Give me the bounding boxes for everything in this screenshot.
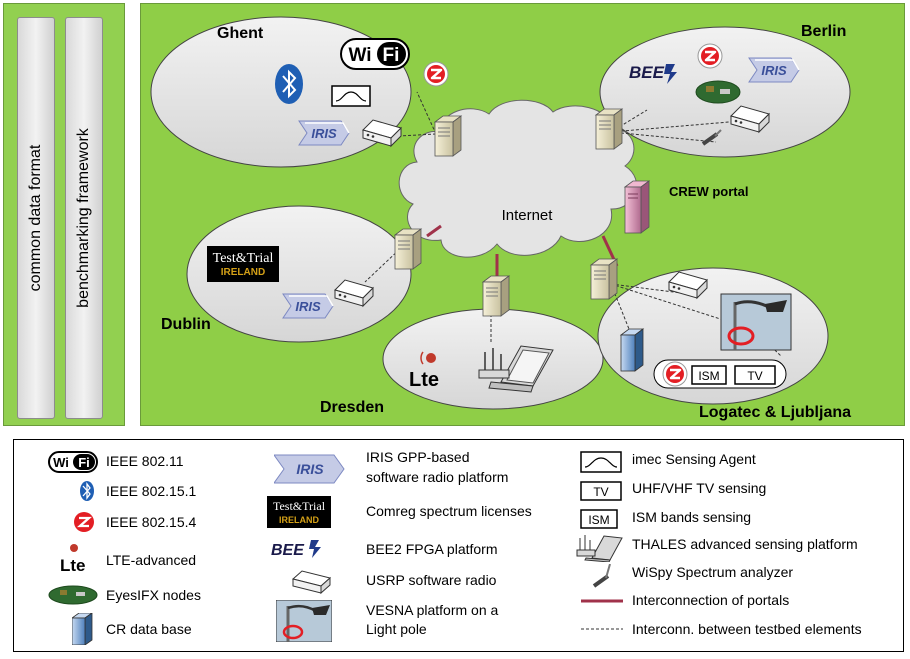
legend-bee2-icon: BEE <box>271 540 321 559</box>
legend-bluetooth-icon <box>80 481 94 501</box>
dublin-testbed-area <box>186 205 412 343</box>
svg-text:TV: TV <box>747 369 762 383</box>
legend-label-ieee-802-15-4: IEEE 802.15.4 <box>106 514 197 530</box>
dublin-iris-icon <box>282 293 334 319</box>
lte-badge-icon: Lte <box>409 351 439 391</box>
dublin-server-icon <box>394 228 422 270</box>
legend-wifi-icon: Wi Fi <box>48 451 98 473</box>
legend-label-lte-advanced: LTE-advanced <box>106 552 197 568</box>
svg-text:BEE: BEE <box>629 63 665 82</box>
legend-label-iris-line1: IRIS GPP-based <box>366 449 470 465</box>
legend-label-comreg: Comreg spectrum licenses <box>366 503 532 519</box>
svg-text:Test&Trial: Test&Trial <box>213 251 274 266</box>
svg-text:ISM: ISM <box>698 369 719 383</box>
logatec-zigbee-icon <box>661 360 689 388</box>
legend-label-vesna-line1: VESNA platform on a <box>366 602 499 618</box>
benchmarking-framework-bar: benchmarking framework <box>65 17 103 419</box>
legend-label-ieee-802-15-1: IEEE 802.15.1 <box>106 483 197 499</box>
main-panel: IRIS <box>140 3 905 426</box>
dresden-server-icon <box>482 275 510 317</box>
wifi-badge-icon: Wi Fi <box>340 38 410 70</box>
legend-label-portal-interconnection: Interconnection of portals <box>632 592 790 608</box>
bluetooth-icon <box>275 64 303 104</box>
logatec-server-icon <box>590 258 618 300</box>
legend-label-usrp: USRP software radio <box>366 572 497 588</box>
legend-label-ism-sensing: ISM bands sensing <box>632 509 752 525</box>
legend-sensor-node-icon <box>48 585 98 605</box>
svg-text:IRELAND: IRELAND <box>279 515 319 525</box>
legend-label-bee2: BEE2 FPGA platform <box>366 541 498 557</box>
legend-label-testbed-interconnection: Interconn. between testbed elements <box>632 621 862 637</box>
legend-usrp-icon <box>292 570 332 595</box>
berlin-iris-icon <box>748 57 800 83</box>
legend-label-ieee-802-11: IEEE 802.11 <box>106 453 184 469</box>
berlin-server-icon <box>595 108 623 150</box>
legend: Wi Fi IEEE 802.11 IEEE 802.15.1 IEEE 802… <box>13 439 904 652</box>
svg-text:Wi: Wi <box>53 455 69 470</box>
svg-text:Test&Trial: Test&Trial <box>273 499 326 513</box>
left-panel: common data format benchmarking framewor… <box>3 3 125 426</box>
legend-lte-icon: Lte <box>60 544 86 573</box>
svg-text:TV: TV <box>593 485 608 499</box>
logatec-light-pole-icon <box>720 293 792 351</box>
ghent-iris-icon <box>298 120 350 146</box>
svg-text:Wi: Wi <box>348 45 371 66</box>
ghent-server-icon <box>434 115 462 157</box>
legend-label-cr-data-base: CR data base <box>106 621 192 637</box>
svg-text:Fi: Fi <box>78 455 90 470</box>
crew-portal-label: CREW portal <box>669 184 748 199</box>
svg-text:BEE: BEE <box>271 542 305 559</box>
legend-tv-sensing-icon: TV <box>580 481 622 501</box>
legend-label-vesna-line2: Light pole <box>366 621 427 637</box>
legend-database-server-icon <box>72 613 93 645</box>
benchmarking-framework-label: benchmarking framework <box>75 128 92 308</box>
legend-label-sensing-agent: imec Sensing Agent <box>632 451 756 467</box>
legend-label-thales: THALES advanced sensing platform <box>632 536 858 552</box>
logatec-tv-sensing-icon: TV <box>734 365 776 385</box>
common-data-format-bar: common data format <box>17 17 55 419</box>
legend-light-pole-icon <box>276 600 332 642</box>
logatec-database-icon <box>619 328 645 372</box>
site-label-berlin: Berlin <box>801 23 846 40</box>
site-label-dresden: Dresden <box>320 399 384 416</box>
legend-zigbee-icon <box>74 512 94 532</box>
crew-portal-server-icon <box>623 180 651 234</box>
svg-text:Lte: Lte <box>60 556 86 573</box>
legend-label-wispy: WiSpy Spectrum analyzer <box>632 564 794 580</box>
legend-label-eyesifx-nodes: EyesIFX nodes <box>106 587 201 603</box>
ghent-zigbee-icon <box>422 60 450 88</box>
legend-ism-sensing-icon: ISM <box>580 509 618 529</box>
legend-label-iris-line2: software radio platform <box>366 469 509 485</box>
svg-text:IRELAND: IRELAND <box>221 267 265 278</box>
site-label-ghent: Ghent <box>217 25 264 42</box>
internet-label: Internet <box>502 207 554 224</box>
common-data-format-label: common data format <box>27 144 44 292</box>
test-trial-badge-icon: Test&Trial IRELAND <box>207 246 279 282</box>
svg-text:ISM: ISM <box>588 513 609 527</box>
bee2-badge-icon: BEE <box>629 63 677 84</box>
site-label-logatec: Logatec & Ljubljana <box>699 404 851 421</box>
site-label-dublin: Dublin <box>161 316 211 333</box>
legend-testbed-interconnection-line <box>581 628 623 630</box>
svg-text:Lte: Lte <box>409 369 439 391</box>
legend-wispy-icon <box>592 564 611 588</box>
berlin-sensor-node-icon <box>695 80 741 104</box>
legend-sensing-agent-icon <box>580 451 622 473</box>
legend-label-tv-sensing: UHF/VHF TV sensing <box>632 480 767 496</box>
logatec-ism-sensing-icon: ISM <box>691 365 727 385</box>
dresden-thales-platform-icon <box>478 345 554 393</box>
legend-thales-platform-icon <box>576 535 623 562</box>
svg-text:Fi: Fi <box>383 45 400 66</box>
svg-text:IRIS: IRIS <box>296 461 324 477</box>
berlin-zigbee-icon <box>696 42 724 70</box>
legend-portal-interconnection-line <box>581 599 623 603</box>
legend-iris-icon: IRIS <box>274 454 345 484</box>
testbed-diagram: IRIS <box>150 16 851 421</box>
ghent-sensing-agent-icon <box>331 85 371 107</box>
legend-test-trial-icon: Test&Trial IRELAND <box>267 496 331 528</box>
